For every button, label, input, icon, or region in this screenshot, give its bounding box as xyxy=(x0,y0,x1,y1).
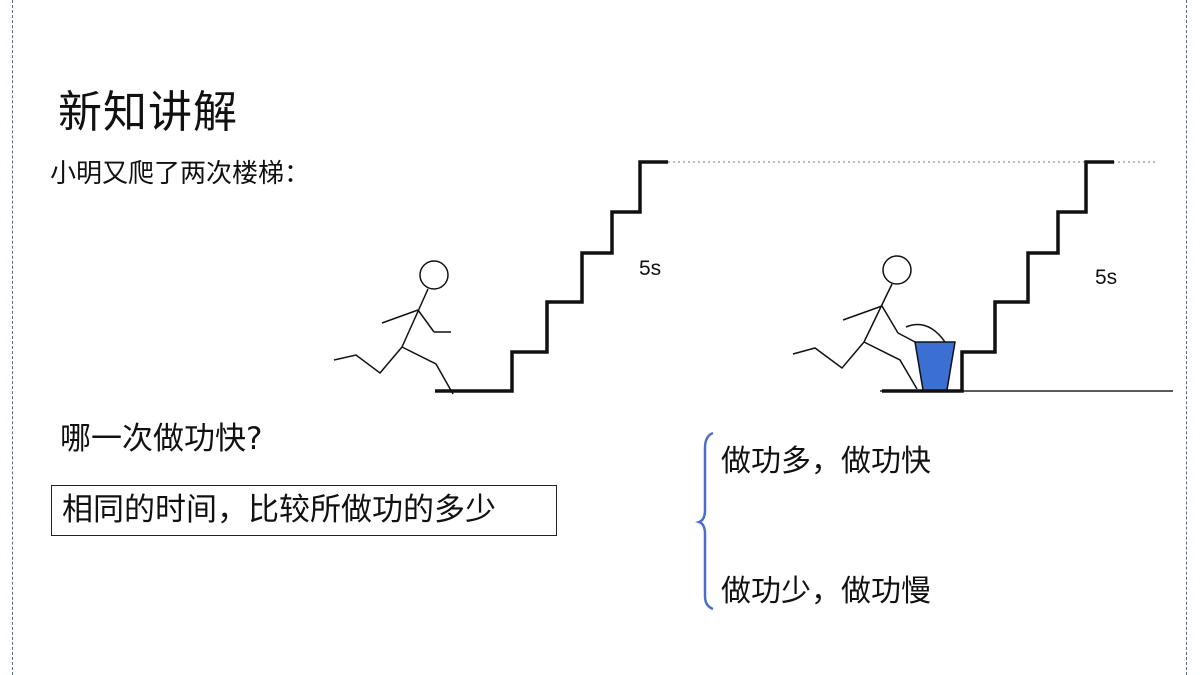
runner-figure-1 xyxy=(333,260,454,395)
time-label-2: 5s xyxy=(1095,266,1117,289)
method-box: 相同的时间，比较所做功的多少 xyxy=(51,485,557,536)
right-guide-line xyxy=(1186,0,1187,675)
curly-brace xyxy=(695,431,714,611)
method-text: 相同的时间，比较所做功的多少 xyxy=(62,492,496,528)
page-title: 新知讲解 xyxy=(58,87,238,138)
time-label-1: 5s xyxy=(639,257,661,280)
question-text: 哪一次做功快? xyxy=(60,421,263,457)
intro-text: 小明又爬了两次楼梯： xyxy=(50,159,311,189)
left-guide-line xyxy=(12,0,13,675)
conclusion-less-work: 做功少，做功慢 xyxy=(721,574,931,609)
bucket-body xyxy=(914,341,956,391)
staircase-1 xyxy=(435,160,668,393)
bucket-icon xyxy=(905,323,956,391)
staircase-2 xyxy=(882,160,1114,393)
conclusion-more-work: 做功多，做功快 xyxy=(721,444,931,479)
runner-figure-2 xyxy=(792,255,918,390)
